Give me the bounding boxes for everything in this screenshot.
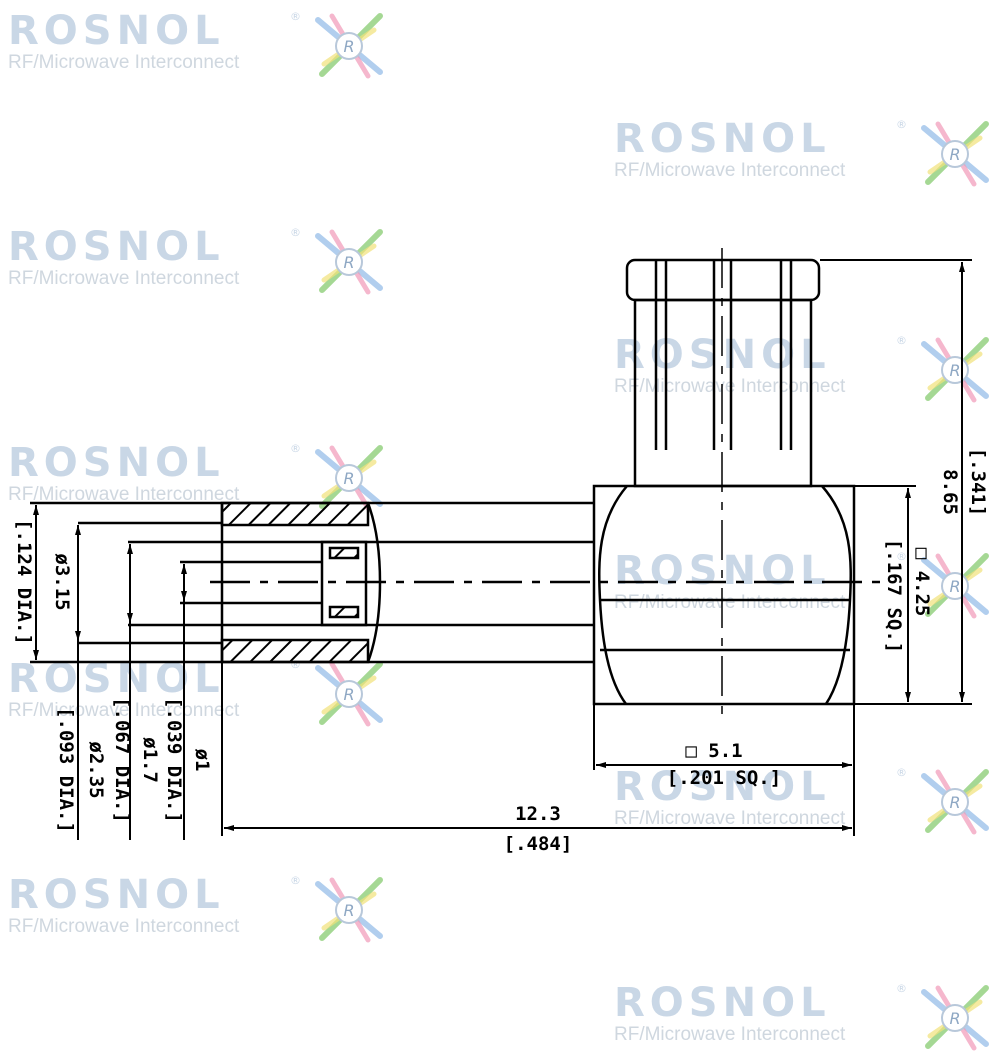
registered-mark: ®	[290, 226, 301, 239]
rosnol-emblem-icon: R	[921, 553, 989, 619]
rosnol-tagline: RF/Microwave Interconnect	[614, 592, 846, 613]
rosnol-tagline: RF/Microwave Interconnect	[8, 268, 240, 289]
rosnol-emblem-icon: R	[315, 13, 383, 79]
emblem-letter: R	[949, 145, 960, 164]
rosnol-logo-text: ROSNOL	[614, 548, 831, 594]
rosnol-tagline: RF/Microwave Interconnect	[8, 700, 240, 721]
dimension-lines	[33, 259, 972, 840]
rosnol-tagline: RF/Microwave Interconnect	[614, 808, 846, 829]
rosnol-logo-text: ROSNOL	[8, 224, 225, 270]
dimension-labels: ø3.15 [.124 DIA.] ø2.35 [.093 DIA.] ø1.7…	[13, 448, 989, 855]
rosnol-emblem-icon: R	[921, 121, 989, 187]
dim-diameter-3-15-inch: [.124 DIA.]	[13, 519, 35, 645]
rosnol-tagline: RF/Microwave Interconnect	[614, 376, 846, 397]
rosnol-emblem-icon: R	[315, 229, 383, 295]
registered-mark: ®	[290, 10, 301, 23]
rosnol-tagline: RF/Microwave Interconnect	[614, 160, 846, 181]
rosnol-logo-text: ROSNOL	[8, 8, 225, 54]
dim-diameter-1: ø1	[191, 749, 213, 772]
rosnol-emblem-icon: R	[315, 661, 383, 727]
rosnol-logo-text: ROSNOL	[8, 872, 225, 918]
dim-height-8-65-inch: [.341]	[967, 448, 989, 517]
emblem-letter: R	[343, 37, 354, 56]
dim-diameter-2-35-inch: [.093 DIA.]	[55, 707, 77, 833]
rosnol-logo-text: ROSNOL	[614, 764, 831, 810]
rosnol-tagline: RF/Microwave Interconnect	[8, 916, 240, 937]
dim-square-5-1-inch: [.201 SQ.]	[667, 767, 781, 789]
emblem-letter: R	[949, 361, 960, 380]
connector-outline	[30, 258, 856, 706]
dim-square-4-25-inch: [.167 SQ.]	[883, 539, 905, 653]
rosnol-watermark: ROSNOL ® RF/Microwave Interconnect R	[606, 764, 996, 839]
registered-mark: ®	[896, 982, 907, 995]
registered-mark: ®	[896, 334, 907, 347]
registered-mark: ®	[896, 118, 907, 131]
emblem-letter: R	[343, 253, 354, 272]
dim-diameter-1-7-inch: [.067 DIA.]	[111, 697, 133, 823]
emblem-letter: R	[343, 685, 354, 704]
dim-diameter-1-7: ø1.7	[139, 737, 161, 783]
rosnol-tagline: RF/Microwave Interconnect	[614, 1024, 846, 1045]
dim-square-4-25: □ 4.25	[911, 548, 933, 617]
rosnol-logo-text: ROSNOL	[614, 116, 831, 162]
rosnol-watermark: ROSNOL ® RF/Microwave Interconnect R	[606, 548, 996, 623]
registered-mark: ®	[290, 874, 301, 887]
dim-diameter-3-15: ø3.15	[51, 553, 73, 610]
dim-diameter-1-inch: [.039 DIA.]	[163, 697, 185, 823]
rosnol-watermark: ROSNOL ® RF/Microwave Interconnect R	[0, 872, 390, 947]
rosnol-watermark: ROSNOL ® RF/Microwave Interconnect R	[606, 116, 996, 191]
dim-square-5-1: □ 5.1	[685, 740, 742, 762]
dim-length-12-3: 12.3	[515, 803, 561, 825]
dim-diameter-2-35: ø2.35	[85, 741, 107, 798]
connector-drawing: ø3.15 [.124 DIA.] ø2.35 [.093 DIA.] ø1.7…	[13, 248, 989, 855]
registered-mark: ®	[896, 550, 907, 563]
emblem-letter: R	[343, 469, 354, 488]
rosnol-tagline: RF/Microwave Interconnect	[8, 52, 240, 73]
rosnol-emblem-icon: R	[315, 877, 383, 943]
registered-mark: ®	[290, 442, 301, 455]
emblem-letter: R	[949, 577, 960, 596]
center-lines	[210, 248, 880, 720]
rosnol-emblem-icon: R	[315, 445, 383, 511]
emblem-letter: R	[949, 1009, 960, 1028]
rosnol-emblem-icon: R	[921, 769, 989, 835]
rosnol-tagline: RF/Microwave Interconnect	[8, 484, 240, 505]
emblem-letter: R	[343, 901, 354, 920]
rosnol-watermark: ROSNOL ® RF/Microwave Interconnect R	[0, 440, 390, 515]
rosnol-logo-text: ROSNOL	[8, 440, 225, 486]
dim-height-8-65: 8.65	[939, 469, 961, 515]
registered-mark: ®	[896, 766, 907, 779]
dim-length-12-3-inch: [.484]	[504, 833, 573, 855]
emblem-letter: R	[949, 793, 960, 812]
rosnol-watermark: ROSNOL ® RF/Microwave Interconnect R	[0, 224, 390, 299]
registered-mark: ®	[290, 658, 301, 671]
rosnol-watermark: ROSNOL ® RF/Microwave Interconnect R	[0, 8, 390, 83]
